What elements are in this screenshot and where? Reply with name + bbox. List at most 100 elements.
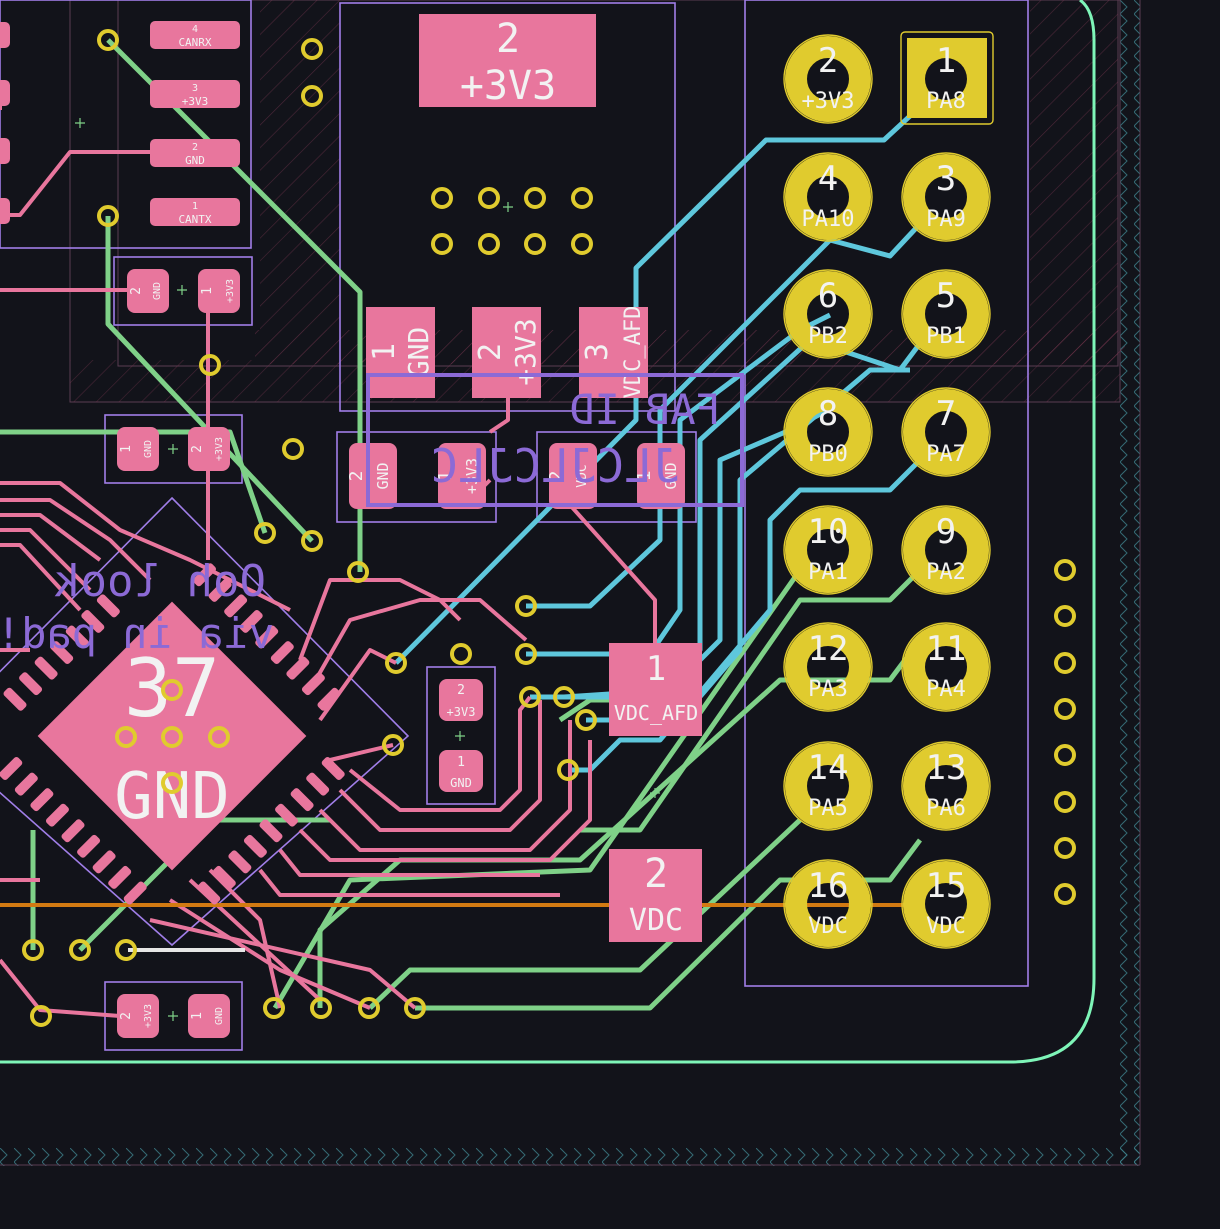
c3-pad-gnd[interactable]: 1 GND (188, 994, 230, 1038)
pin-9[interactable]: 9 PA2 (901, 505, 991, 595)
svg-text:via in pad!: via in pad! (0, 609, 274, 658)
svg-text:Ooh look: Ooh look (54, 556, 266, 607)
svg-text:4: 4 (818, 159, 838, 199)
svg-text:7: 7 (936, 394, 956, 434)
mcu-pins (0, 563, 345, 905)
svg-text:3: 3 (192, 83, 198, 94)
cap-c1: 2 GND 1 +3V3 (127, 269, 240, 313)
front-traces (0, 105, 657, 1018)
pin-2[interactable]: 2 +3V3 (783, 34, 873, 124)
cap-c2: 1 GND 2 +3V3 (117, 427, 230, 471)
pin-8[interactable]: 8 PB0 (783, 387, 873, 477)
regulator-pin-1[interactable]: 1 GND (366, 307, 435, 398)
svg-text:+3V3: +3V3 (214, 437, 225, 461)
pin-10[interactable]: 10 PA1 (783, 505, 873, 595)
pin-12[interactable]: 12 PA3 (783, 622, 873, 712)
svg-text:1: 1 (646, 649, 666, 689)
c1-pad-gnd[interactable]: 2 GND (127, 269, 169, 313)
svg-text:2: 2 (119, 1012, 134, 1020)
svg-text:8: 8 (818, 394, 838, 434)
regulator-pin-3[interactable]: 3 VDC_AFD (579, 306, 648, 399)
svg-text:2: 2 (190, 445, 205, 453)
pin-11[interactable]: 11 PA4 (901, 622, 991, 712)
pin-6[interactable]: 6 PB2 (783, 269, 873, 359)
svg-text:12: 12 (808, 629, 849, 669)
svg-text:+3V3: +3V3 (182, 95, 209, 108)
svg-text:VDC_AFD: VDC_AFD (614, 701, 698, 725)
svg-text:VDC: VDC (926, 914, 966, 939)
cap-c3: 2 +3V3 1 GND (117, 994, 230, 1038)
c1-pad-3v3[interactable]: 1 +3V3 (198, 269, 240, 313)
svg-text:PA6: PA6 (926, 796, 966, 821)
svg-text:2: 2 (129, 287, 144, 295)
svg-text:3: 3 (580, 343, 615, 361)
c2-pad-gnd[interactable]: 1 GND (117, 427, 159, 471)
svg-text:+3V3: +3V3 (225, 279, 236, 303)
svg-text:GND: GND (185, 154, 205, 167)
svg-text:2: 2 (192, 142, 198, 153)
svg-text:1: 1 (192, 201, 198, 212)
c5-pad-d[interactable]: 1 GND (634, 443, 685, 509)
c4-pad-gnd[interactable]: 1 GND (439, 750, 483, 792)
svg-text:GND: GND (402, 327, 435, 378)
svg-text:1: 1 (367, 343, 402, 361)
svg-text:1: 1 (457, 755, 465, 770)
c5-pad-b[interactable]: 1 +3V3 (435, 443, 486, 509)
pin-13[interactable]: 13 PA6 (901, 741, 991, 831)
svg-text:PA2: PA2 (926, 560, 966, 585)
svg-text:37: 37 (124, 642, 220, 735)
svg-text:VDC: VDC (575, 464, 590, 487)
pin-4[interactable]: 4 PA10 (783, 152, 873, 242)
cap-c4: 2 +3V3 1 GND (439, 679, 483, 792)
svg-text:15: 15 (926, 866, 967, 906)
svg-text:14: 14 (808, 748, 849, 788)
svg-text:1: 1 (190, 1012, 205, 1020)
board-outline (0, 0, 1096, 1064)
diode-pad-1[interactable]: 1 VDC_AFD (609, 643, 702, 736)
regulator-pin-2[interactable]: 2 +3V3 (472, 307, 542, 398)
pin-16[interactable]: 16 VDC (783, 859, 873, 949)
pin-5[interactable]: 5 PB1 (901, 269, 991, 359)
regulator: 2 +3V3 1 GND 2 +3V3 3 VDC_AFD (366, 14, 648, 398)
c4-pad-3v3[interactable]: 2 +3V3 (439, 679, 483, 721)
svg-text:1: 1 (936, 41, 956, 81)
svg-text:16: 16 (808, 866, 849, 906)
svg-text:PB2: PB2 (808, 324, 848, 349)
can-pad-2[interactable]: 2 GND (150, 139, 240, 167)
svg-text:2: 2 (644, 851, 668, 897)
c5-pad-c[interactable]: 2 VDC (546, 443, 597, 509)
svg-text:+3V3: +3V3 (143, 1004, 154, 1028)
pin-7[interactable]: 7 PA7 (901, 387, 991, 477)
svg-text:PA5: PA5 (808, 796, 848, 821)
c3-pad-3v3[interactable]: 2 +3V3 (117, 994, 159, 1038)
svg-text:1: 1 (435, 471, 456, 482)
diode-pad-2[interactable]: 2 VDC (609, 849, 702, 942)
svg-text:GND: GND (450, 776, 472, 790)
pin-14[interactable]: 14 PA5 (783, 741, 873, 831)
c5-pad-a[interactable]: 2 GND (346, 443, 397, 509)
svg-text:VDC_AFD: VDC_AFD (621, 306, 646, 399)
svg-text:CANTX: CANTX (178, 213, 211, 226)
svg-text:PA8: PA8 (926, 89, 966, 114)
pin-1[interactable]: 1 PA8 (900, 31, 994, 125)
svg-text:1: 1 (634, 471, 655, 482)
svg-text:+3V3: +3V3 (463, 458, 481, 494)
can-pad-3[interactable]: 3 +3V3 (150, 80, 240, 108)
mcu-note: Ooh look via in pad! (0, 556, 274, 658)
pin-15[interactable]: 15 VDC (901, 859, 991, 949)
svg-text:+3V3: +3V3 (460, 63, 556, 109)
svg-text:4: 4 (192, 24, 198, 35)
svg-text:PA10: PA10 (802, 207, 855, 232)
can-pad-4[interactable]: 4 CANRX (150, 21, 240, 49)
pin-header: 2 +3V3 1 PA8 4 PA10 3 PA9 6 PB2 (783, 31, 994, 949)
svg-text:PA3: PA3 (808, 677, 848, 702)
pin-3[interactable]: 3 PA9 (901, 152, 991, 242)
c2-pad-3v3[interactable]: 2 +3V3 (188, 427, 230, 471)
regulator-tab[interactable]: 2 +3V3 (419, 14, 596, 109)
can-pad-1[interactable]: 1 CANTX (150, 198, 240, 226)
svg-text:PA9: PA9 (926, 207, 966, 232)
svg-text:GND: GND (374, 462, 392, 489)
courtyards (0, 0, 1029, 1051)
